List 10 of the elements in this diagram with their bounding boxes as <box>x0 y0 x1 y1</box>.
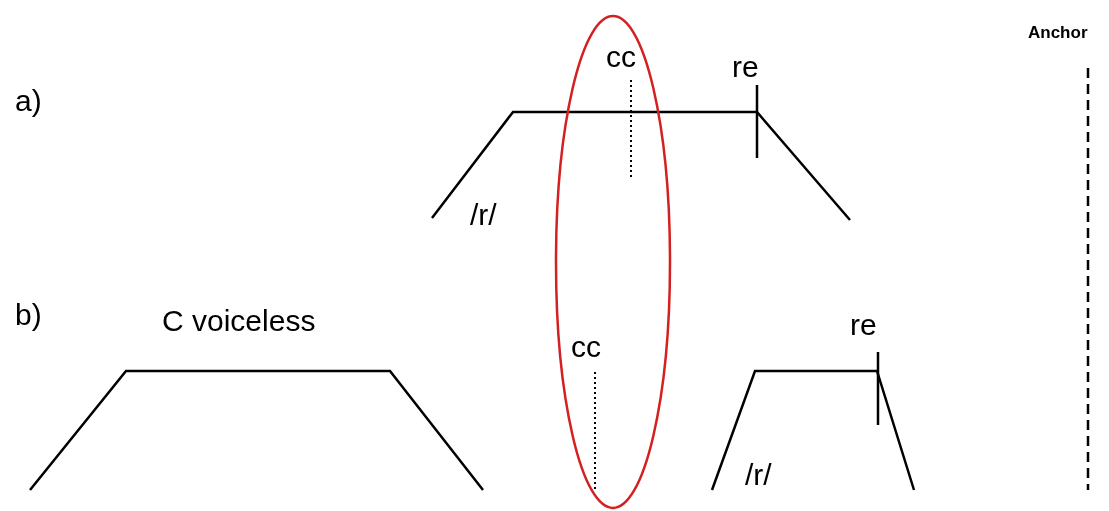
panel-label: b) <box>15 300 42 330</box>
gesture-label: re <box>732 52 759 82</box>
segment-label: /r/ <box>745 460 772 490</box>
gesture-label: cc <box>606 42 636 72</box>
gesture-label: cc <box>571 332 601 362</box>
anchor-label: Anchor <box>1028 24 1088 41</box>
panel-label: a) <box>15 86 42 116</box>
gesture-label: re <box>850 310 877 340</box>
segment-label: /r/ <box>470 200 497 230</box>
segment-label: C voiceless <box>162 306 316 336</box>
